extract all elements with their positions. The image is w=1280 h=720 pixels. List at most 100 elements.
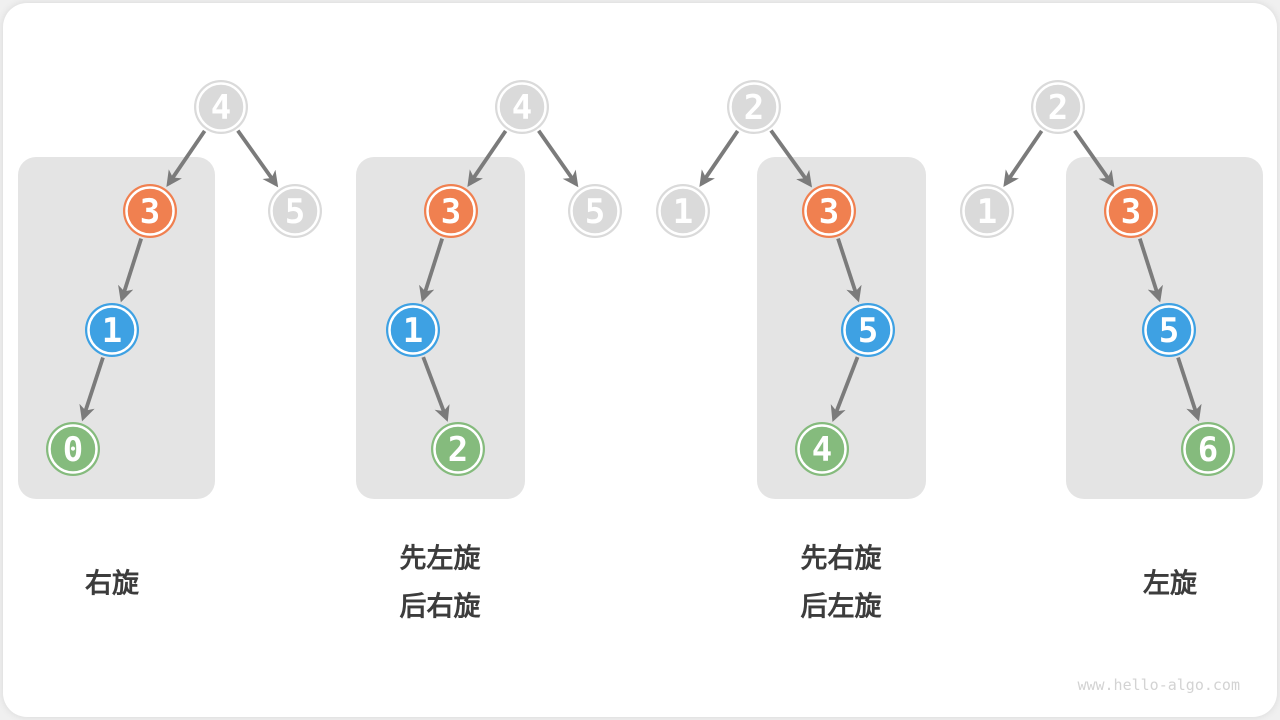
- node-value: 5: [1159, 311, 1179, 351]
- tree-label: 后左旋: [801, 591, 882, 621]
- node-circle: [85, 303, 139, 357]
- node-ring: [125, 186, 175, 236]
- node-ring: [804, 186, 854, 236]
- node-circle: [46, 422, 100, 476]
- tree-node-2: 2: [431, 422, 485, 476]
- node-value: 5: [858, 311, 878, 351]
- node-value: 5: [585, 192, 605, 232]
- tree-edge: [1176, 356, 1202, 422]
- node-ring: [433, 424, 483, 474]
- node-value: 3: [140, 192, 160, 232]
- tree-node-5: 5: [1142, 303, 1196, 357]
- node-ring: [426, 186, 476, 236]
- node-circle: [656, 184, 710, 238]
- edge-layer: [79, 129, 1202, 422]
- tree-node-5: 5: [841, 303, 895, 357]
- tree-node-4: 4: [194, 80, 248, 134]
- node-circle: [123, 184, 177, 238]
- node-value: 4: [211, 88, 231, 128]
- tree-edge: [1003, 129, 1044, 188]
- node-ring: [729, 82, 779, 132]
- node-circle: [1142, 303, 1196, 357]
- node-value: 4: [512, 88, 532, 128]
- watermark-url: www.hello-algo.com: [1077, 676, 1240, 694]
- node-layer: 4 3 5 1 0 4 3 5 1 2 2 1 3 5 4 2 1 3 5 6: [46, 80, 1235, 476]
- tree-edge: [236, 129, 279, 188]
- tree-label: 左旋: [1143, 568, 1197, 598]
- tree-node-2: 2: [1031, 80, 1085, 134]
- tree-edge: [419, 238, 444, 303]
- tree-edge: [467, 129, 508, 188]
- tree-edge: [79, 356, 105, 422]
- node-ring: [797, 424, 847, 474]
- node-circle: [568, 184, 622, 238]
- node-circle: [495, 80, 549, 134]
- tree-node-2: 2: [727, 80, 781, 134]
- tree-node-6: 6: [1181, 422, 1235, 476]
- tree-node-3: 3: [123, 184, 177, 238]
- tree-node-1: 1: [386, 303, 440, 357]
- node-value: 3: [819, 192, 839, 232]
- node-ring: [1106, 186, 1156, 236]
- tree-node-3: 3: [802, 184, 856, 238]
- tree-edge: [769, 129, 813, 188]
- node-ring: [48, 424, 98, 474]
- node-ring: [1033, 82, 1083, 132]
- node-circle: [802, 184, 856, 238]
- node-ring: [570, 186, 620, 236]
- node-value: 6: [1198, 430, 1218, 470]
- node-ring: [658, 186, 708, 236]
- node-circle: [1181, 422, 1235, 476]
- node-ring: [1183, 424, 1233, 474]
- node-circle: [1104, 184, 1158, 238]
- node-value: 3: [441, 192, 461, 232]
- node-ring: [843, 305, 893, 355]
- tree-edge: [537, 129, 579, 188]
- node-circle: [424, 184, 478, 238]
- subtree-highlight-layer: [18, 157, 1263, 499]
- node-value: 2: [744, 88, 764, 128]
- tree-node-5: 5: [568, 184, 622, 238]
- node-value: 0: [63, 430, 83, 470]
- node-value: 1: [673, 192, 693, 232]
- node-value: 1: [977, 192, 997, 232]
- tree-edge: [1073, 129, 1115, 188]
- tree-node-3: 3: [424, 184, 478, 238]
- node-ring: [196, 82, 246, 132]
- node-value: 3: [1121, 192, 1141, 232]
- tree-label: 先右旋: [801, 543, 882, 573]
- tree-label: 后右旋: [400, 591, 481, 621]
- tree-node-1: 1: [960, 184, 1014, 238]
- node-value: 5: [285, 192, 305, 232]
- node-ring: [1144, 305, 1194, 355]
- node-value: 2: [448, 430, 468, 470]
- tree-label: 先左旋: [400, 543, 481, 573]
- tree-label: 右旋: [85, 568, 139, 598]
- node-ring: [270, 186, 320, 236]
- node-ring: [87, 305, 137, 355]
- tree-node-4: 4: [495, 80, 549, 134]
- node-circle: [1031, 80, 1085, 134]
- subtree-highlight: [356, 157, 525, 499]
- tree-node-1: 1: [85, 303, 139, 357]
- tree-edge: [699, 129, 740, 188]
- node-value: 1: [102, 311, 122, 351]
- node-circle: [386, 303, 440, 357]
- tree-edge: [166, 129, 207, 188]
- node-circle: [194, 80, 248, 134]
- node-circle: [960, 184, 1014, 238]
- tree-edge: [836, 237, 862, 303]
- node-value: 2: [1048, 88, 1068, 128]
- node-value: 1: [403, 311, 423, 351]
- node-circle: [795, 422, 849, 476]
- node-ring: [388, 305, 438, 355]
- tree-node-4: 4: [795, 422, 849, 476]
- tree-edge: [1138, 238, 1163, 303]
- tree-edge: [830, 356, 860, 422]
- node-ring: [962, 186, 1012, 236]
- node-circle: [727, 80, 781, 134]
- node-ring: [497, 82, 547, 132]
- tree-node-1: 1: [656, 184, 710, 238]
